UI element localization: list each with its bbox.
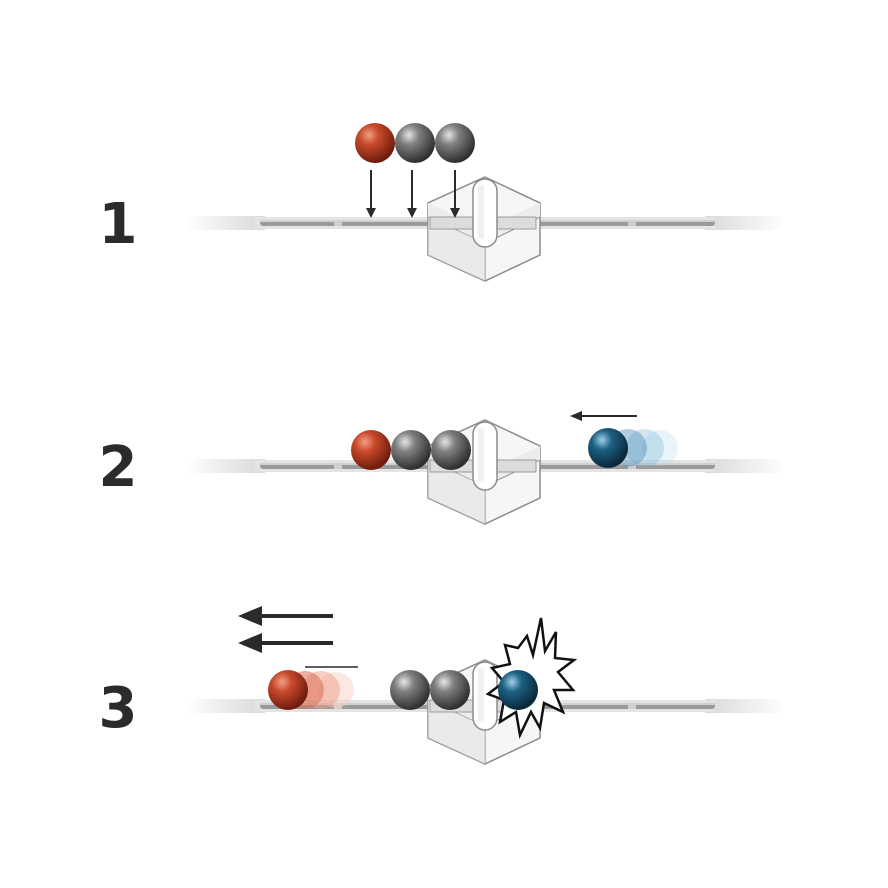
step-number: 2 <box>99 435 138 500</box>
left-arrow-icon <box>238 633 333 653</box>
step-1: 1 <box>99 123 786 282</box>
rail-and-holder <box>184 419 786 525</box>
rail-and-holder <box>184 176 786 282</box>
grey-ball <box>391 430 431 470</box>
red-ball <box>355 123 395 163</box>
grey-ball <box>430 670 470 710</box>
red-ball <box>268 670 308 710</box>
step-3: 3 <box>99 606 786 765</box>
blue-ball <box>588 428 628 468</box>
step-number: 3 <box>99 676 138 741</box>
grey-ball <box>395 123 435 163</box>
red-ball <box>351 430 391 470</box>
step-number: 1 <box>99 192 138 257</box>
grey-ball <box>431 430 471 470</box>
blue-ball <box>498 670 538 710</box>
down-arrow-icon <box>407 170 417 218</box>
grey-ball <box>435 123 475 163</box>
left-arrow-icon <box>570 411 637 421</box>
down-arrow-icon <box>366 170 376 218</box>
grey-ball <box>390 670 430 710</box>
step-2: 2 <box>99 411 786 525</box>
left-arrow-icon <box>238 606 333 626</box>
down-arrow-icon <box>450 170 460 218</box>
